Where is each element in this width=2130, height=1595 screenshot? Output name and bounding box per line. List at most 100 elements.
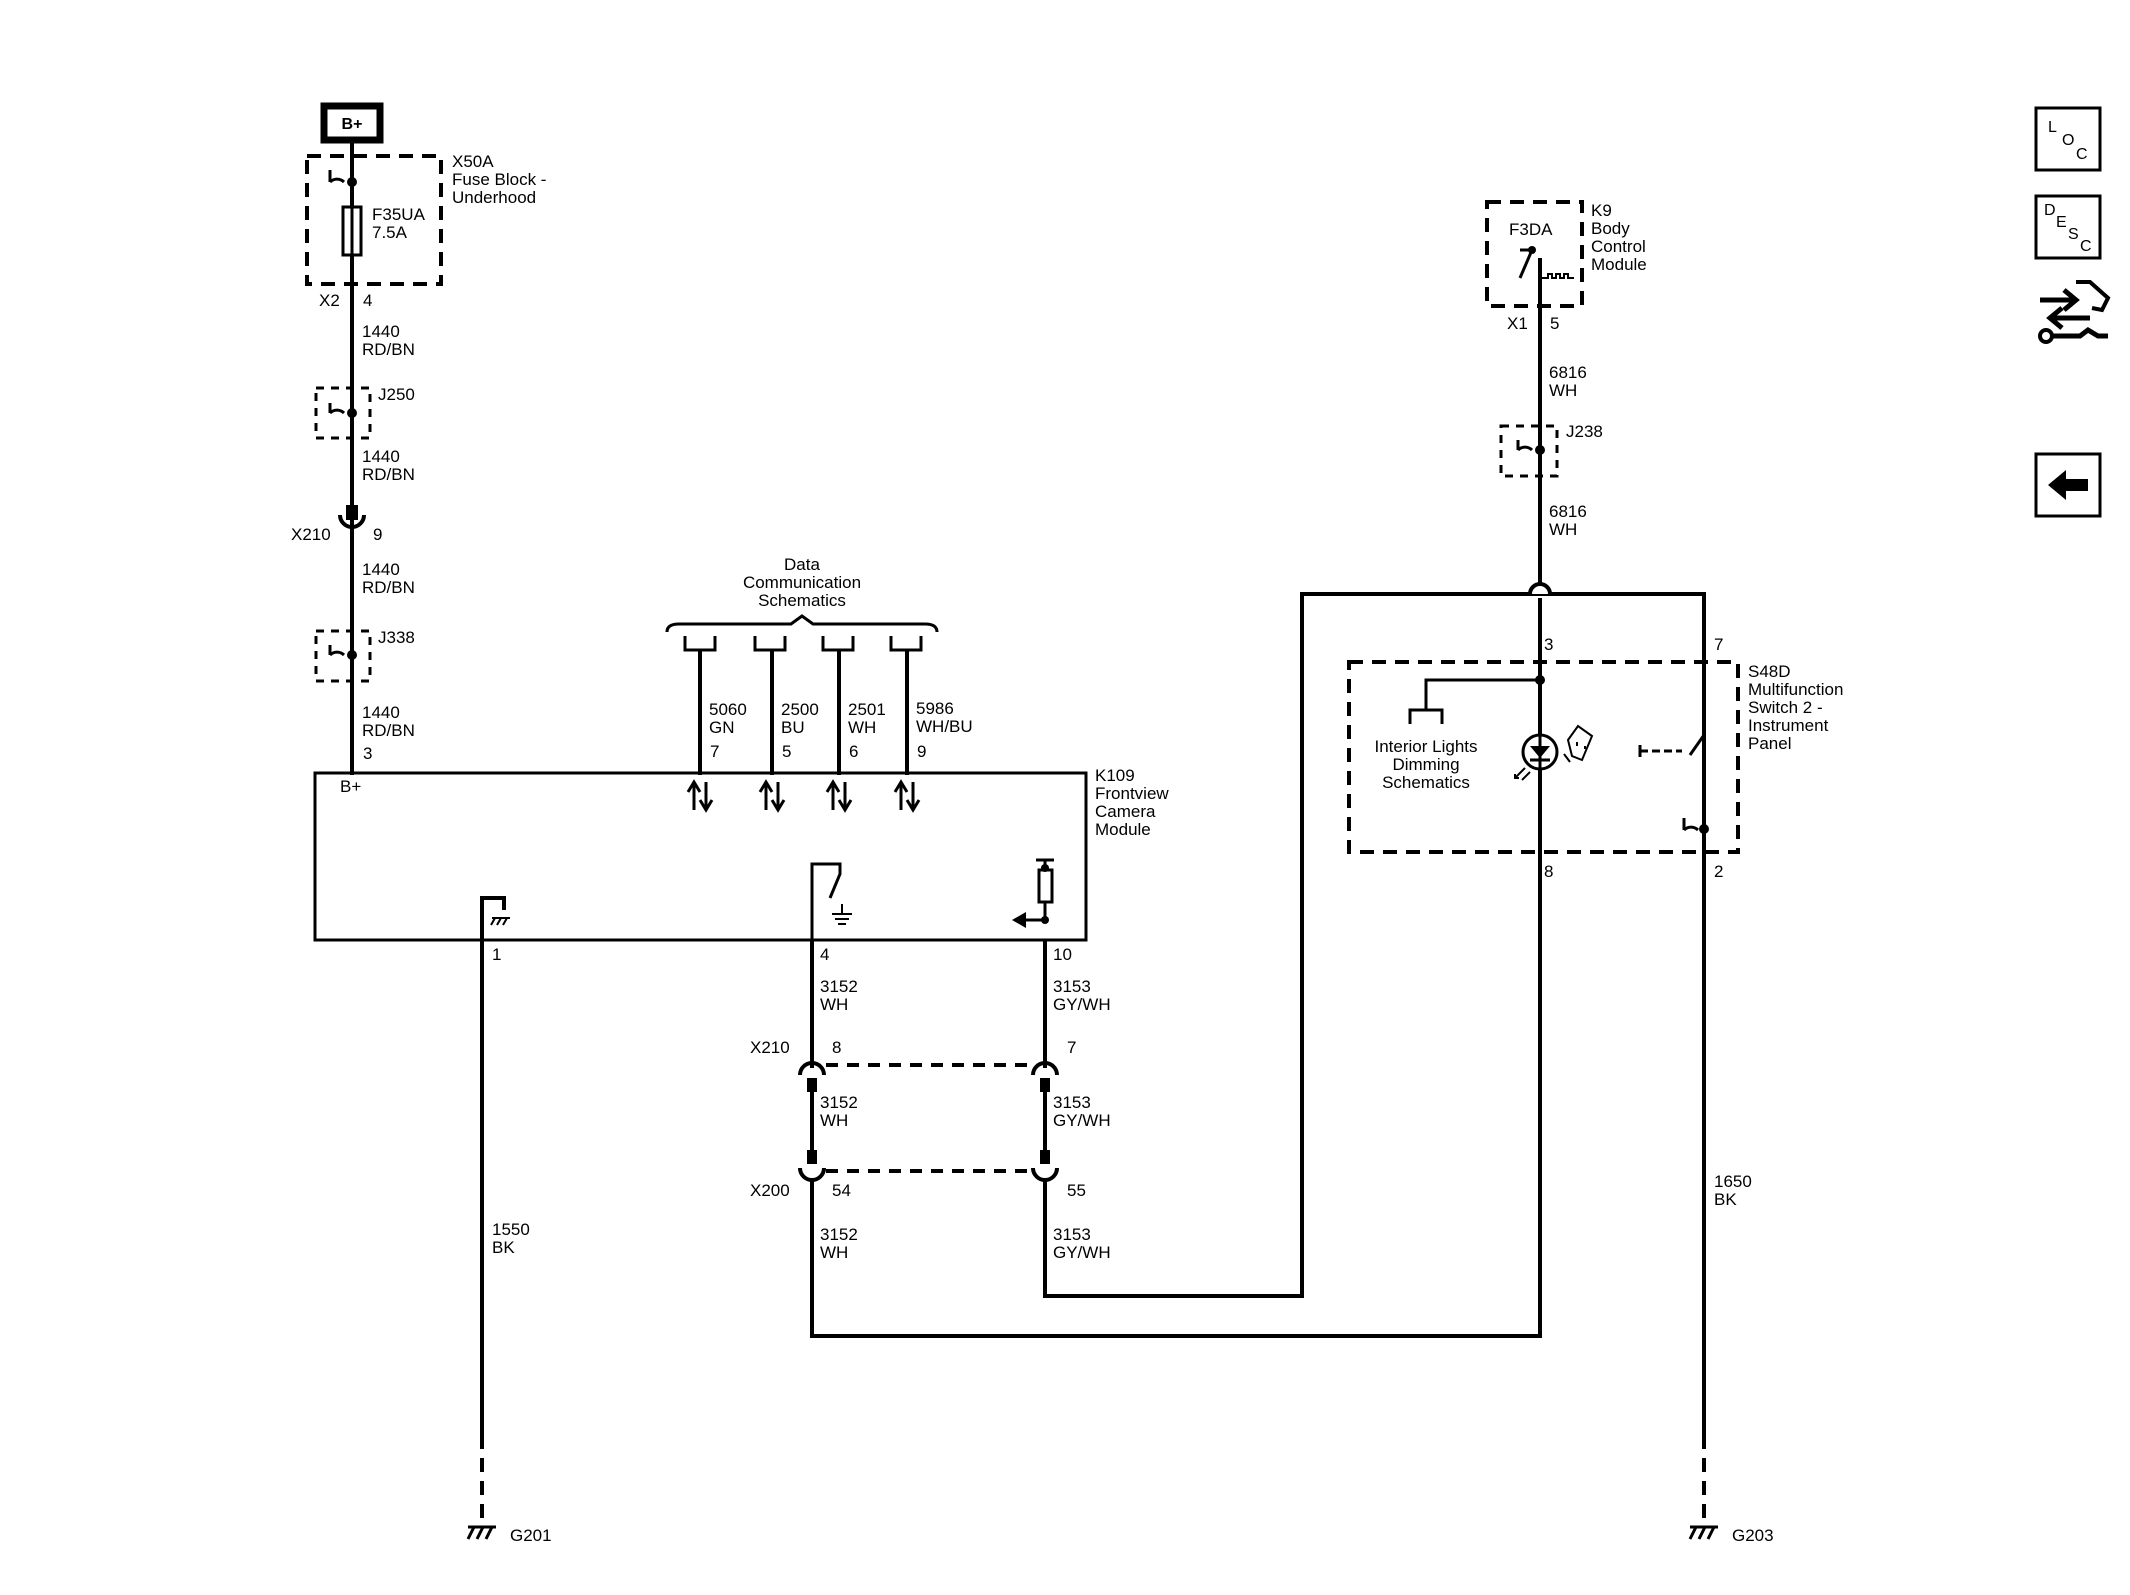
wire-1650-color: BK — [1714, 1190, 1737, 1209]
bcm-pin: 5 — [1550, 314, 1559, 333]
desc-letter-3: S — [2068, 226, 2079, 243]
splice-j238: J238 — [1499, 422, 1603, 478]
body-control-module-k9: F3DA K9 Body Control Module X1 5 — [1485, 200, 1647, 333]
wire-6816-circuit-2: 6816 — [1549, 502, 1587, 521]
wire-6816-circuit-1: 6816 — [1549, 363, 1587, 382]
connector-x210-pin-9: 9 — [373, 525, 382, 544]
wire-1440-color-2: RD/BN — [362, 465, 415, 484]
repair-procedures-icon[interactable] — [2038, 280, 2111, 344]
wire-2500-circuit: 2500 — [781, 700, 819, 719]
camera-pin-3153: 10 — [1053, 945, 1072, 964]
camera-module-id: K109 — [1095, 766, 1135, 785]
switch-pin-3: 3 — [1544, 635, 1553, 654]
wire-3153-color-3: GY/WH — [1053, 1243, 1111, 1262]
ground-g201-label: G201 — [510, 1526, 552, 1545]
switch-name-1: Multifunction — [1748, 680, 1843, 699]
fuse-block-x50a: X50A Fuse Block - Underhood F35UA 7.5A X… — [305, 152, 546, 310]
bcm-fuse-label: F3DA — [1509, 220, 1553, 239]
wire-1440-color-3: RD/BN — [362, 578, 415, 597]
bcm-name-2: Control — [1591, 237, 1646, 256]
back-button[interactable] — [2034, 452, 2102, 518]
connector-x200-label: X200 — [750, 1181, 790, 1200]
dimming-ref-line3: Schematics — [1382, 773, 1470, 792]
camera-pin-2500: 5 — [782, 742, 791, 761]
ground-g201-icon — [466, 1525, 496, 1540]
fuse-block-pin: 4 — [363, 291, 372, 310]
wire-6816-color-2: WH — [1549, 520, 1577, 539]
fuse-id: F35UA — [372, 205, 426, 224]
wire-crossover — [1528, 582, 1552, 595]
wire-5060-color: GN — [709, 718, 735, 737]
data-communication-ref: Data Communication Schematics — [665, 555, 939, 652]
wire-2500-color: BU — [781, 718, 805, 737]
wire-2501-circuit: 2501 — [848, 700, 886, 719]
wire-5986-circuit: 5986 — [916, 699, 954, 718]
wire-6816-color-1: WH — [1549, 381, 1577, 400]
wire-1440-color-4: RD/BN — [362, 721, 415, 740]
wire-3152-c — [810, 850, 1542, 1338]
switch-name-4: Panel — [1748, 734, 1791, 753]
bcm-name-1: Body — [1591, 219, 1630, 238]
wire-3152-circuit-2: 3152 — [820, 1093, 858, 1112]
fuse-block-conn: X2 — [319, 291, 340, 310]
wire-3153-color-2: GY/WH — [1053, 1111, 1111, 1130]
loc-letter-1: L — [2048, 119, 2057, 136]
desc-button[interactable]: D E S C — [2034, 194, 2102, 260]
battery-power-symbol: B+ — [320, 102, 384, 144]
wire-3153-circuit-1: 3153 — [1053, 977, 1091, 996]
camera-bplus-label: B+ — [340, 777, 361, 796]
fuse-block-id: X50A — [452, 152, 494, 171]
loc-button[interactable]: L O C — [2034, 106, 2102, 172]
ground-g203-icon — [1688, 1525, 1718, 1540]
desc-letter-4: C — [2080, 238, 2092, 255]
bcm-conn: X1 — [1507, 314, 1528, 333]
data-comm-brace — [665, 614, 939, 633]
wire-1550-circuit: 1550 — [492, 1220, 530, 1239]
switch-connector-symbol — [1682, 818, 1700, 832]
connector-x210-label-2: X210 — [750, 1038, 790, 1057]
wire-1440-circuit-1: 1440 — [362, 322, 400, 341]
bcm-name-3: Module — [1591, 255, 1647, 274]
data-arrows-icon — [686, 779, 921, 813]
camera-pin-2501: 6 — [849, 742, 858, 761]
battery-label: B+ — [342, 116, 363, 133]
signal-ground-icon — [832, 904, 852, 925]
wire-1550 — [480, 896, 506, 1435]
wire-5060-circuit: 5060 — [709, 700, 747, 719]
data-comm-line3: Schematics — [758, 591, 846, 610]
wire-1440-circuit-4: 1440 — [362, 703, 400, 722]
low-side-switch-icon — [810, 862, 842, 940]
back-arrow-icon — [2048, 470, 2088, 500]
wire-3153-color-1: GY/WH — [1053, 995, 1111, 1014]
fuse-rating: 7.5A — [372, 223, 408, 242]
wire-2501-color: WH — [848, 718, 876, 737]
connector-symbol — [328, 170, 346, 184]
wire-1440-circuit-2: 1440 — [362, 447, 400, 466]
dimming-ref-terminal — [1408, 678, 1540, 724]
desc-letter-1: D — [2044, 202, 2056, 219]
splice-j338: J338 — [314, 628, 415, 683]
camera-pin-5060: 7 — [710, 742, 719, 761]
connector-x210-pins-8-7: X210 8 7 — [750, 1038, 1076, 1092]
switch-pin-7: 7 — [1714, 635, 1723, 654]
wire-3152-circuit-3: 3152 — [820, 1225, 858, 1244]
wire-5986-color: WH/BU — [916, 717, 973, 736]
wire-3152-color-3: WH — [820, 1243, 848, 1262]
loc-letter-3: C — [2076, 146, 2088, 163]
switch-actuator-icon — [1638, 745, 1682, 757]
bcm-switch-icon — [1518, 248, 1534, 279]
splice-j250-label: J250 — [378, 385, 415, 404]
connector-x210-pin-8: 8 — [832, 1038, 841, 1057]
bcm-coil-icon — [1540, 273, 1574, 279]
camera-pin-5986: 9 — [917, 742, 926, 761]
fuse-block-name-2: Underhood — [452, 188, 536, 207]
switch-contact-icon — [1688, 734, 1706, 756]
camera-module-name-2: Camera — [1095, 802, 1156, 821]
splice-j338-label: J338 — [378, 628, 415, 647]
data-comm-line1: Data — [784, 555, 820, 574]
camera-module-k109: B+ K109 Frontview Camera Module 1 4 10 — [313, 766, 1169, 1435]
dimming-ref-line1: Interior Lights — [1375, 737, 1478, 756]
wire-1440-circuit-3: 1440 — [362, 560, 400, 579]
switch-pin-8: 8 — [1544, 862, 1553, 881]
